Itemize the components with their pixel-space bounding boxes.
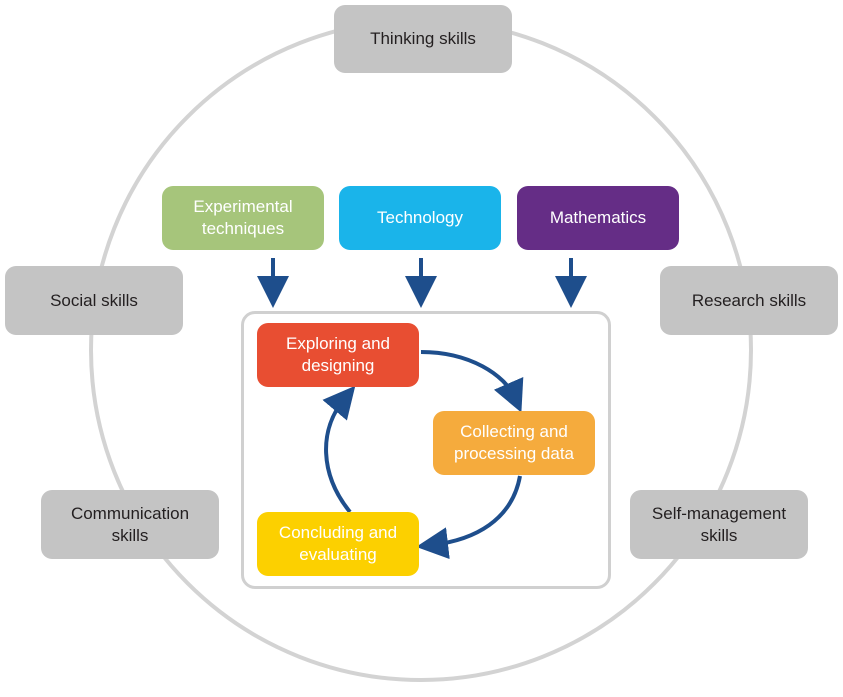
experimental-techniques-label: Experimental techniques — [193, 197, 293, 238]
research-skills-box: Research skills — [660, 266, 838, 335]
self-management-skills-label: Self-management skills — [651, 503, 787, 545]
mathematics-box: Mathematics — [517, 186, 679, 250]
exploring-designing-box: Exploring and designing — [257, 323, 419, 387]
experimental-techniques-box: Experimental techniques — [162, 186, 324, 250]
collecting-processing-box: Collecting and processing data — [433, 411, 595, 475]
concluding-evaluating-label: Concluding and evaluating — [278, 523, 398, 564]
communication-skills-box: Communication skills — [41, 490, 219, 559]
social-skills-label: Social skills — [50, 290, 138, 310]
social-skills-box: Social skills — [5, 266, 183, 335]
communication-skills-label: Communication skills — [70, 503, 190, 545]
thinking-skills-label: Thinking skills — [370, 29, 476, 48]
research-skills-label: Research skills — [691, 290, 807, 310]
mathematics-label: Mathematics — [549, 208, 647, 227]
thinking-skills-box: Thinking skills — [334, 5, 512, 73]
self-management-skills-box: Self-management skills — [630, 490, 808, 559]
concluding-evaluating-box: Concluding and evaluating — [257, 512, 419, 576]
technology-box: Technology — [339, 186, 501, 250]
technology-label: Technology — [376, 208, 463, 227]
exploring-designing-label: Exploring and designing — [286, 334, 390, 375]
collecting-processing-label: Collecting and processing data — [453, 422, 575, 463]
